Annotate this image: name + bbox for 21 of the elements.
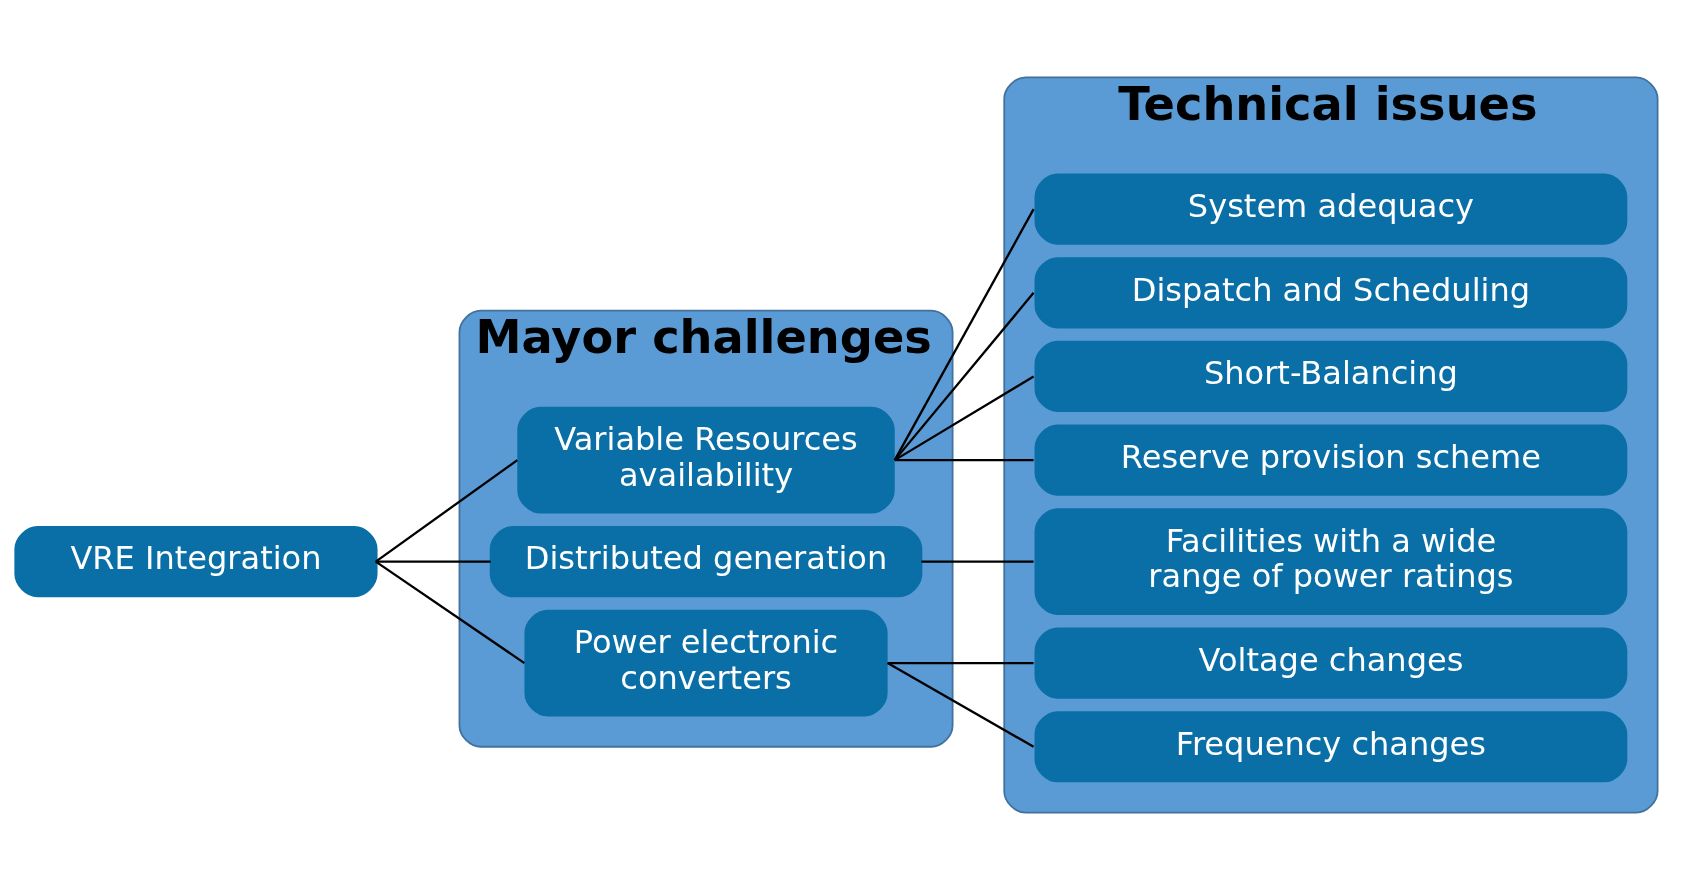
connector (887, 662, 1035, 748)
node-box: Dispatch and Scheduling (1034, 257, 1628, 329)
connector (893, 292, 1035, 461)
node-box: System adequacy (1034, 173, 1628, 245)
connector (921, 560, 1034, 563)
node-box: Voltage changes (1034, 627, 1628, 699)
node-box: Variable Resources availability (517, 406, 895, 514)
node-box: Frequency changes (1034, 711, 1628, 783)
node-box: VRE Integration (14, 526, 378, 598)
connector (894, 375, 1035, 462)
node-box: Reserve provision scheme (1034, 424, 1628, 496)
connector (375, 459, 518, 563)
connector (887, 661, 1034, 665)
connector (893, 208, 1035, 461)
node-box: Short-Balancing (1034, 340, 1628, 413)
connector (894, 458, 1034, 462)
node-box: Distributed generation (489, 526, 923, 598)
node-box: Power electronic converters (524, 609, 888, 717)
connector (375, 560, 526, 665)
connector (375, 560, 491, 563)
node-box: Facilities with a wide range of power ratings (1034, 508, 1628, 615)
